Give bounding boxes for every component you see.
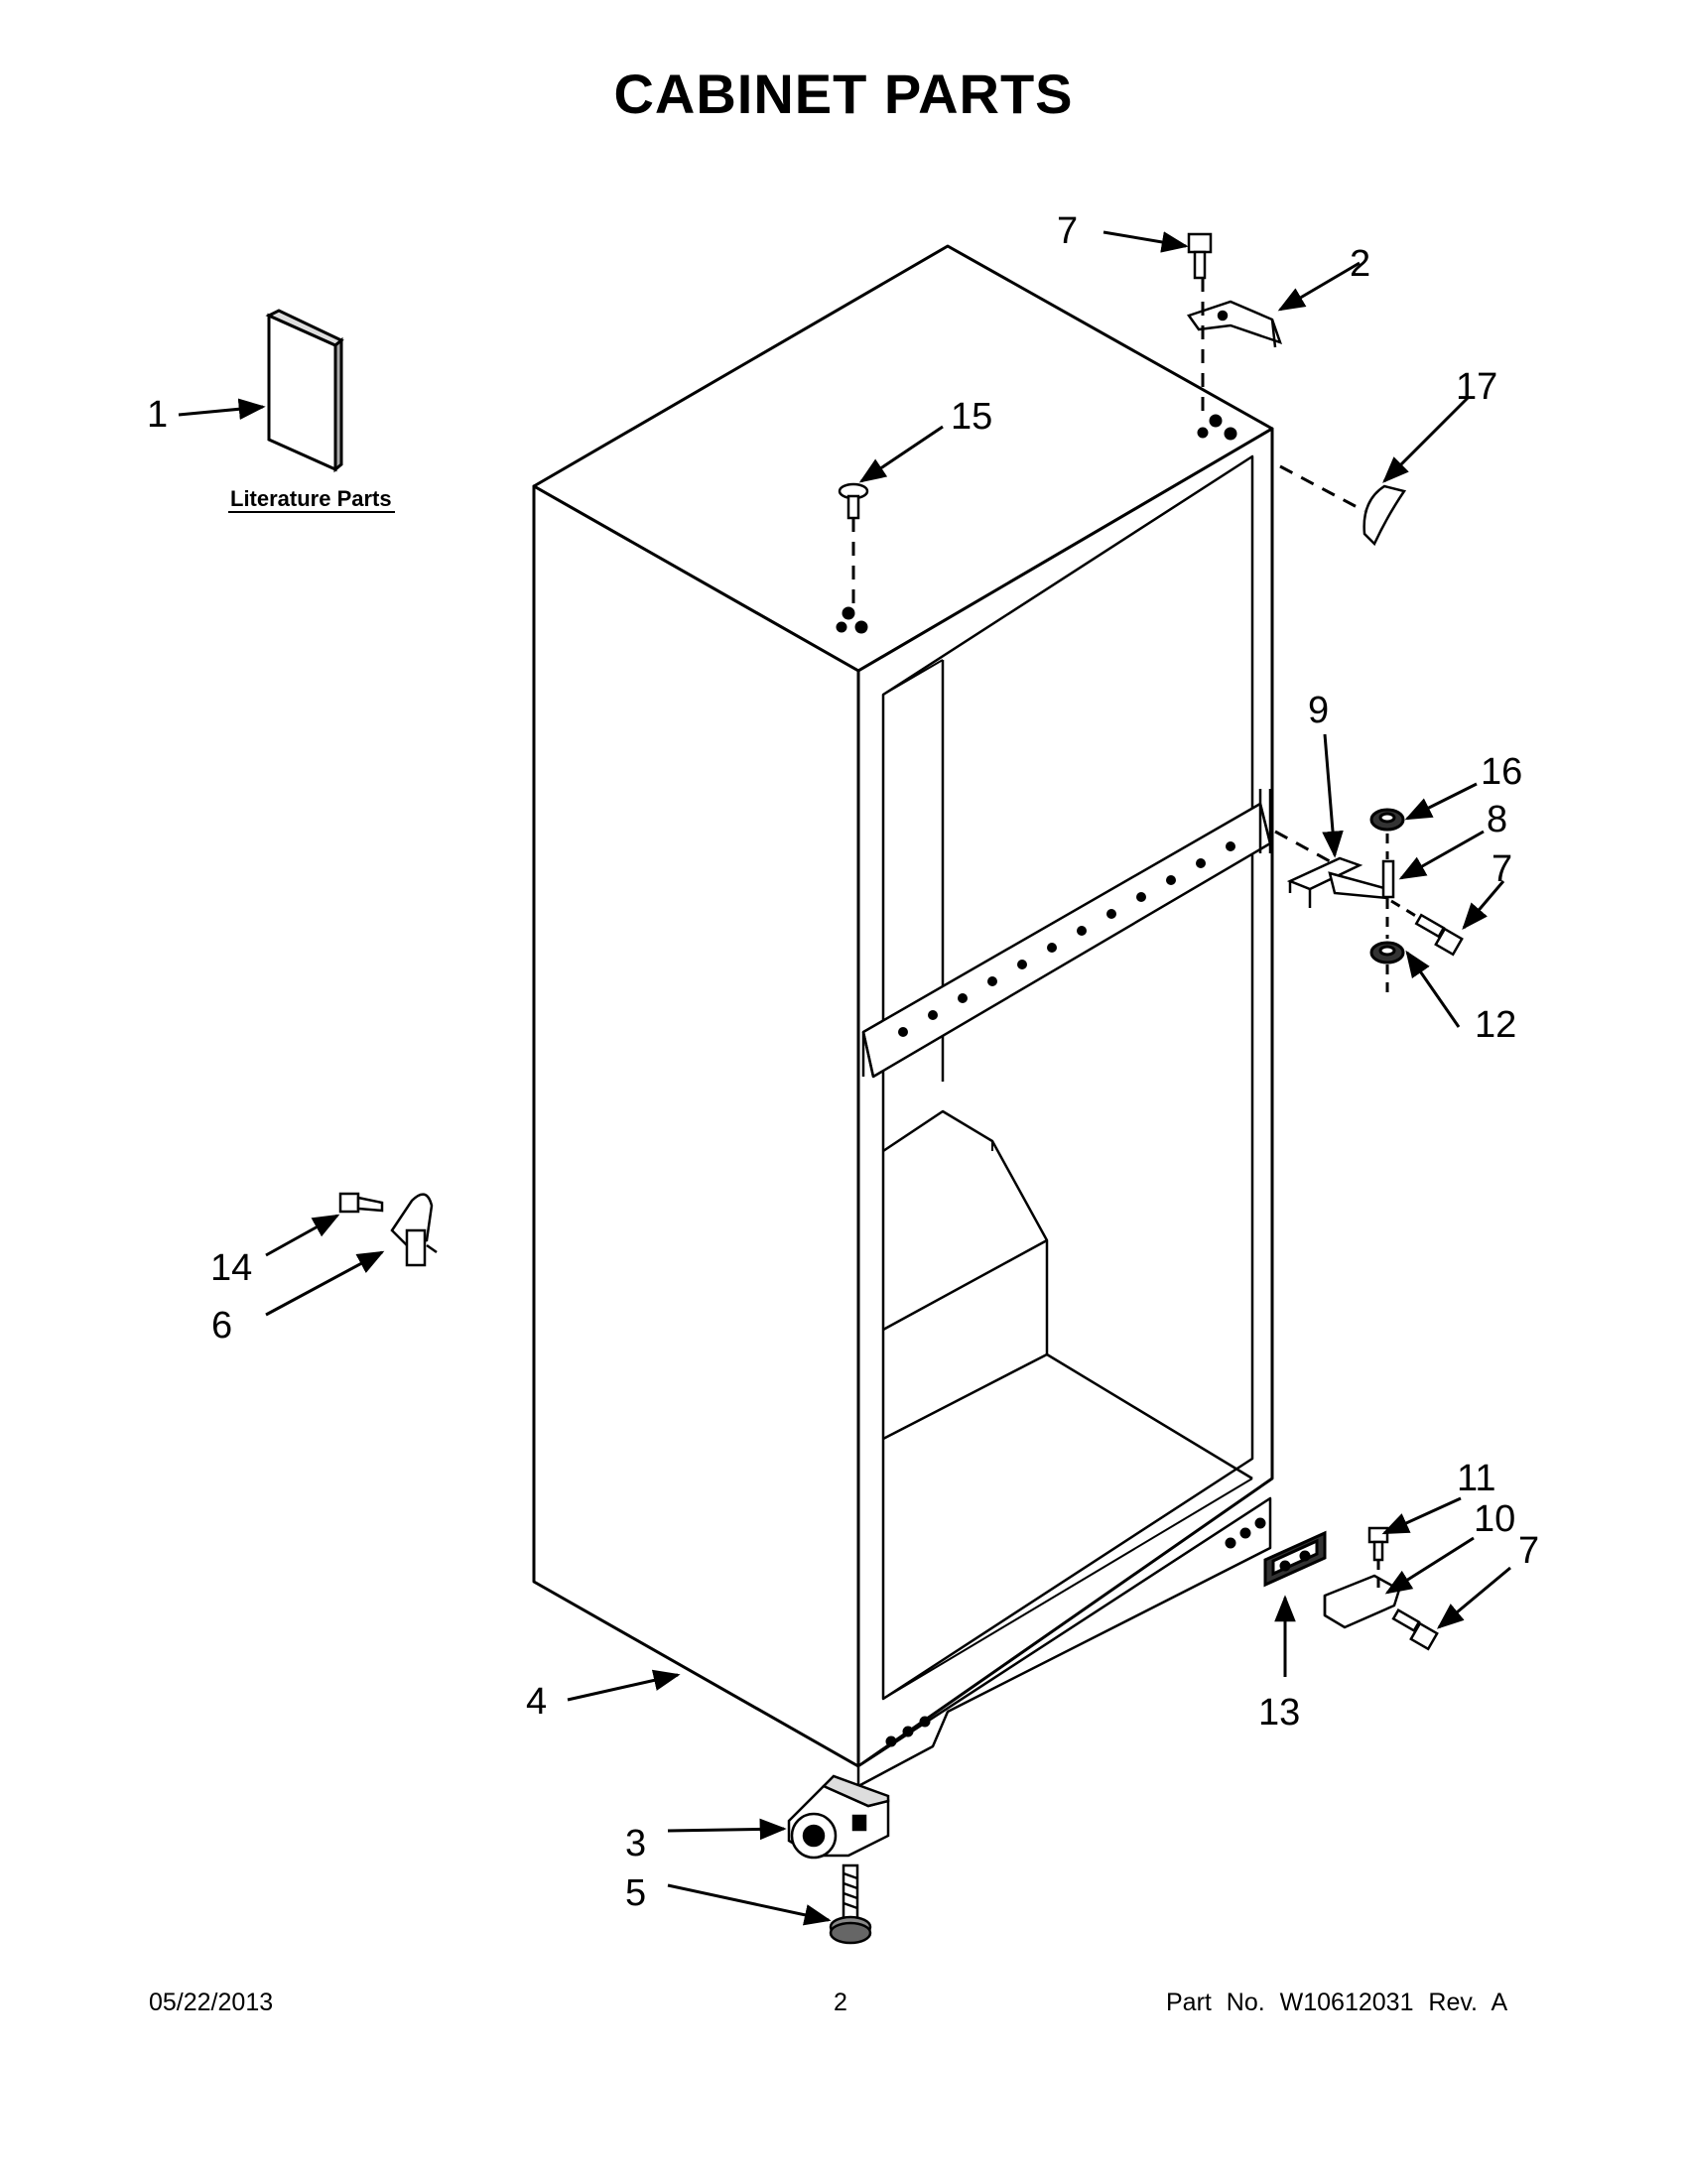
callout-1: 1 bbox=[147, 394, 168, 436]
bottom-hinge-shim-13 bbox=[1263, 1530, 1327, 1588]
washer-16 bbox=[1369, 808, 1405, 832]
footer-part-number: Part No. W10612031 Rev. A bbox=[1166, 1989, 1508, 2016]
callout-16: 16 bbox=[1481, 751, 1522, 793]
callout-12: 12 bbox=[1475, 1004, 1516, 1046]
door-stop-screw-14 bbox=[338, 1192, 384, 1214]
callout-13: 13 bbox=[1258, 1692, 1300, 1734]
footer-date: 05/22/2013 bbox=[149, 1989, 274, 2016]
callout-6: 6 bbox=[211, 1305, 232, 1347]
footer-page-number: 2 bbox=[834, 1989, 847, 2016]
center-hinge-pin-8 bbox=[1381, 859, 1395, 899]
callout-9: 9 bbox=[1308, 690, 1329, 731]
door-stop-6 bbox=[390, 1193, 438, 1267]
washer-12 bbox=[1369, 941, 1405, 964]
roller-assembly-3 bbox=[787, 1774, 890, 1860]
center-hinge-screw-7 bbox=[1414, 913, 1464, 957]
callout-4: 4 bbox=[526, 1681, 547, 1723]
cabinet-body bbox=[532, 244, 1274, 1788]
callout-2: 2 bbox=[1350, 243, 1370, 285]
leveling-leg-5 bbox=[829, 1863, 872, 1945]
page-title: CABINET PARTS bbox=[613, 63, 1074, 125]
callout-11: 11 bbox=[1457, 1458, 1495, 1499]
hinge-cover-17 bbox=[1363, 484, 1407, 547]
callout-7-center: 7 bbox=[1492, 848, 1512, 890]
literature-parts-label: Literature Parts bbox=[230, 486, 392, 511]
callout-7-top: 7 bbox=[1057, 210, 1078, 252]
center-hinge-9 bbox=[1286, 856, 1389, 908]
literature-booklet bbox=[265, 309, 344, 473]
top-hinge-screw bbox=[1187, 232, 1213, 280]
callout-8: 8 bbox=[1487, 799, 1507, 840]
center-rail-holes bbox=[898, 841, 1235, 1037]
callout-5: 5 bbox=[625, 1872, 646, 1914]
callout-7-bottom: 7 bbox=[1518, 1530, 1539, 1572]
callout-15: 15 bbox=[951, 396, 992, 438]
bottom-hinge-screw-7 bbox=[1391, 1607, 1439, 1651]
callout-leaders bbox=[178, 230, 1511, 1926]
callout-17: 17 bbox=[1456, 366, 1497, 408]
callout-10: 10 bbox=[1474, 1498, 1515, 1540]
bottom-hinge-10 bbox=[1323, 1574, 1401, 1629]
callout-3: 3 bbox=[625, 1823, 646, 1864]
callout-14: 14 bbox=[210, 1247, 252, 1289]
